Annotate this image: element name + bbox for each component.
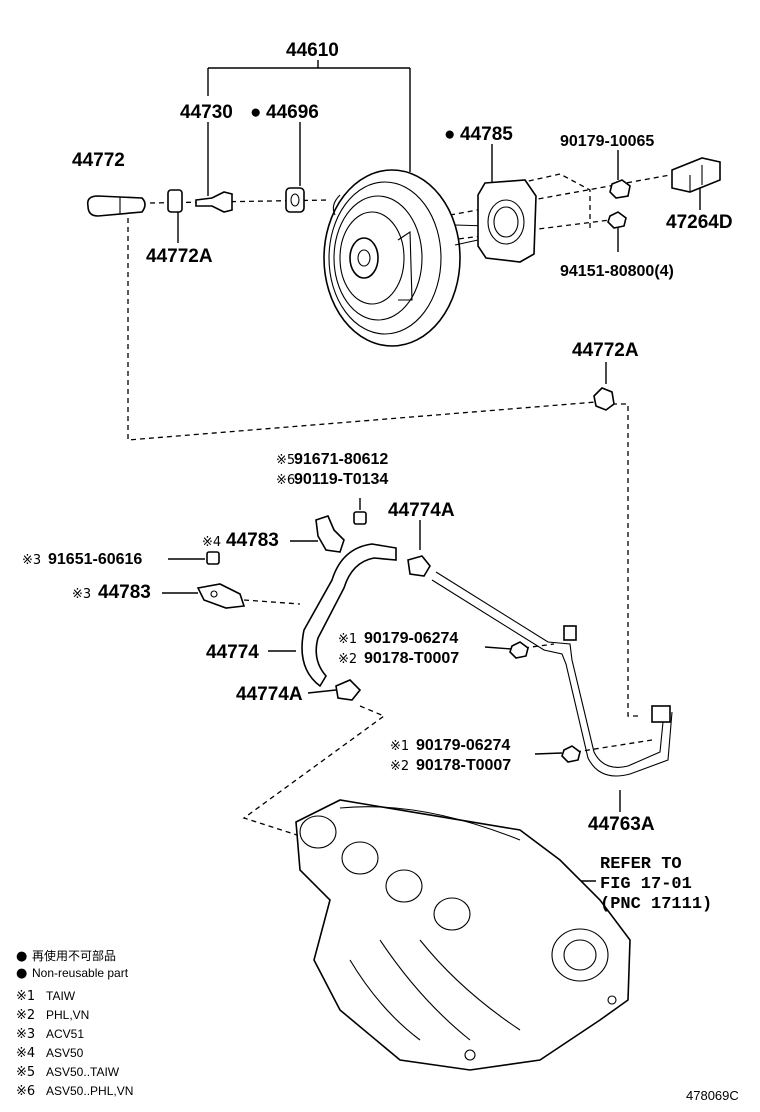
legend-mark-2: ※2 <box>16 1008 35 1023</box>
label-90178-t0007-a: 90178-T0007 <box>364 650 459 667</box>
part-labels: 44610 44730 ● 44696 ● 44785 44772 90179-… <box>22 40 733 914</box>
mark-4: ※4 <box>202 535 221 550</box>
refer-line-1: REFER TO <box>600 855 682 874</box>
hose-44772 <box>86 195 146 217</box>
bracket-44783-upper <box>315 515 345 553</box>
legend-jp-text: 再使用不可部品 <box>32 948 116 963</box>
legend-note-3: ACV51 <box>46 1027 84 1041</box>
label-44763a: 44763A <box>588 814 655 835</box>
legend-mark-5: ※5 <box>16 1065 35 1080</box>
legend-en-text: Non-reusable part <box>32 966 129 980</box>
label-94151-80800: 94151-80800(4) <box>560 263 674 280</box>
legend-dot-jp: ● <box>16 949 27 964</box>
label-90179-06274-b: 90179-06274 <box>416 737 510 754</box>
legend-note-6: ASV50..PHL,VN <box>46 1084 133 1098</box>
intake-manifold <box>295 799 631 1071</box>
mark-2-a: ※2 <box>338 652 357 667</box>
check-valve-44730 <box>195 191 233 213</box>
label-44774a-mid: 44774A <box>388 500 455 521</box>
label-91651-60616: 91651-60616 <box>48 551 142 568</box>
label-47264d: 47264D <box>666 212 733 233</box>
legend-mark-4: ※4 <box>16 1046 35 1061</box>
clevis-47264d <box>671 157 721 193</box>
label-90119-t0134: 90119-T0134 <box>294 471 388 488</box>
screw-91651 <box>206 551 220 565</box>
legend-note-2: PHL,VN <box>46 1008 89 1022</box>
clamp-44774a-low <box>335 679 362 701</box>
label-44696: 44696 <box>266 102 319 123</box>
label-44772a-right: 44772A <box>572 340 639 361</box>
figure-code: 478069C <box>686 1088 739 1103</box>
refer-line-2: FIG 17-01 <box>600 875 692 894</box>
nut-90179-10065 <box>609 179 631 199</box>
label-91671-80612: 91671-80612 <box>294 451 388 468</box>
label-44783-b: 44783 <box>98 582 151 603</box>
legend-note-1: TAIW <box>46 989 76 1003</box>
nut-90179-06274-a <box>509 641 529 659</box>
label-44774a-low: 44774A <box>236 684 303 705</box>
label-44774: 44774 <box>206 642 259 663</box>
label-44772: 44772 <box>72 150 125 171</box>
label-90179-06274-a: 90179-06274 <box>364 630 458 647</box>
gasket-44785 <box>477 179 537 263</box>
nut-94151 <box>607 211 627 229</box>
legend-mark-1: ※1 <box>16 989 35 1004</box>
label-44772a-upper: 44772A <box>146 246 213 267</box>
mark-2-b: ※2 <box>390 759 409 774</box>
hose-44774 <box>301 543 397 688</box>
legend: ● 再使用不可部品 ● Non-reusable part ※1 TAIW ※2… <box>16 948 133 1099</box>
mark-5: ※5 <box>276 453 295 468</box>
label-44783-a: 44783 <box>226 530 279 551</box>
label-90179-10065: 90179-10065 <box>560 133 654 150</box>
mark-3-b: ※3 <box>72 587 91 602</box>
legend-note-4: ASV50 <box>46 1046 84 1060</box>
mark-6: ※6 <box>276 473 295 488</box>
label-90178-t0007-b: 90178-T0007 <box>416 757 511 774</box>
legend-mark-3: ※3 <box>16 1027 35 1042</box>
label-44785: 44785 <box>460 124 513 145</box>
clamp-44772a-upper <box>167 189 183 213</box>
label-44610: 44610 <box>286 40 339 61</box>
nut-90179-06274-b <box>561 745 581 763</box>
legend-mark-6: ※6 <box>16 1084 35 1099</box>
grommet-44696 <box>285 187 305 213</box>
bolt-91671 <box>353 511 367 525</box>
refer-line-3: (PNC 17111) <box>600 895 712 914</box>
mark-1-b: ※1 <box>390 739 409 754</box>
brake-booster <box>323 169 489 347</box>
clamp-44774a-mid <box>407 555 431 577</box>
label-non-reusable-dot: ● <box>250 102 261 123</box>
label-non-reusable-dot-2: ● <box>444 124 455 145</box>
mark-3-a: ※3 <box>22 553 41 568</box>
mark-1-a: ※1 <box>338 632 357 647</box>
legend-dot-en: ● <box>16 966 27 981</box>
label-44730: 44730 <box>180 102 233 123</box>
legend-note-5: ASV50..TAIW <box>46 1065 120 1079</box>
tube-44763a <box>431 571 673 777</box>
bracket-44783-lower <box>196 583 246 609</box>
clamp-44772a-right <box>593 387 615 411</box>
